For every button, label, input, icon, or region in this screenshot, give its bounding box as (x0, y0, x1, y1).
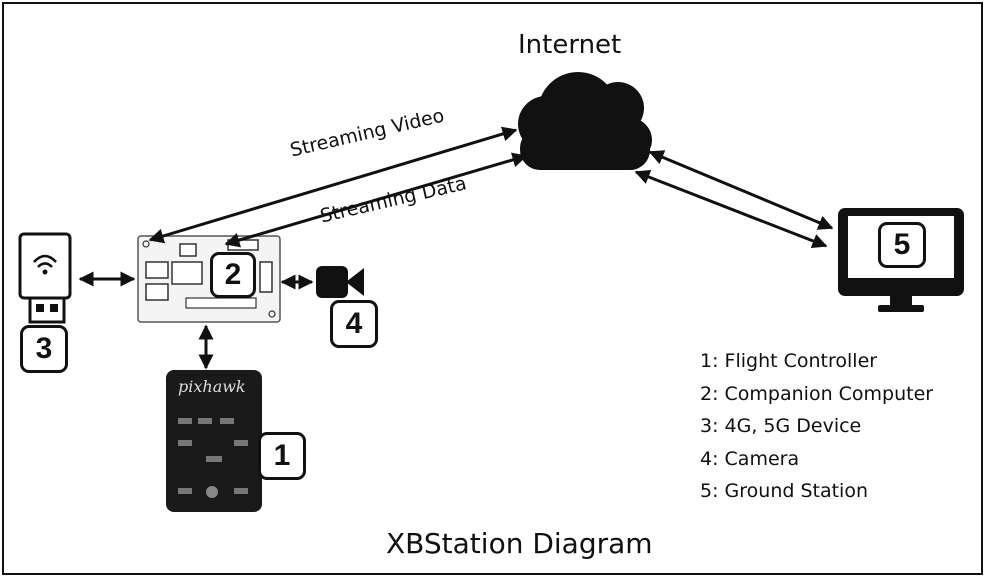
connector-arrows (78, 126, 834, 370)
companion-board-icon (137, 235, 281, 323)
legend-item: 4: Camera (700, 447, 800, 470)
badge-companion-computer: 2 (210, 252, 256, 298)
badge-camera: 4 (330, 300, 378, 348)
badge-flight-controller: 1 (258, 432, 306, 480)
pixhawk-brand: pixhawk (178, 377, 246, 396)
legend: 1: Flight Controller 2: Companion Comput… (700, 348, 933, 511)
camera-icon (316, 266, 364, 298)
cloud-label: Internet (518, 30, 622, 60)
legend-item: 5: Ground Station (700, 480, 869, 502)
usb-dongle-icon (18, 232, 72, 324)
diagram-frame (2, 2, 983, 575)
badge-cellular-device: 3 (20, 325, 68, 373)
cloud-icon (518, 72, 652, 170)
badge-ground-station: 5 (878, 222, 926, 268)
diagram-title: XBStation Diagram (386, 527, 653, 560)
pixhawk-icon: pixhawk (166, 370, 262, 512)
legend-item: 2: Companion Computer (700, 382, 934, 405)
legend-item: 3: 4G, 5G Device (700, 415, 862, 437)
legend-item: 1: Flight Controller (700, 350, 878, 372)
